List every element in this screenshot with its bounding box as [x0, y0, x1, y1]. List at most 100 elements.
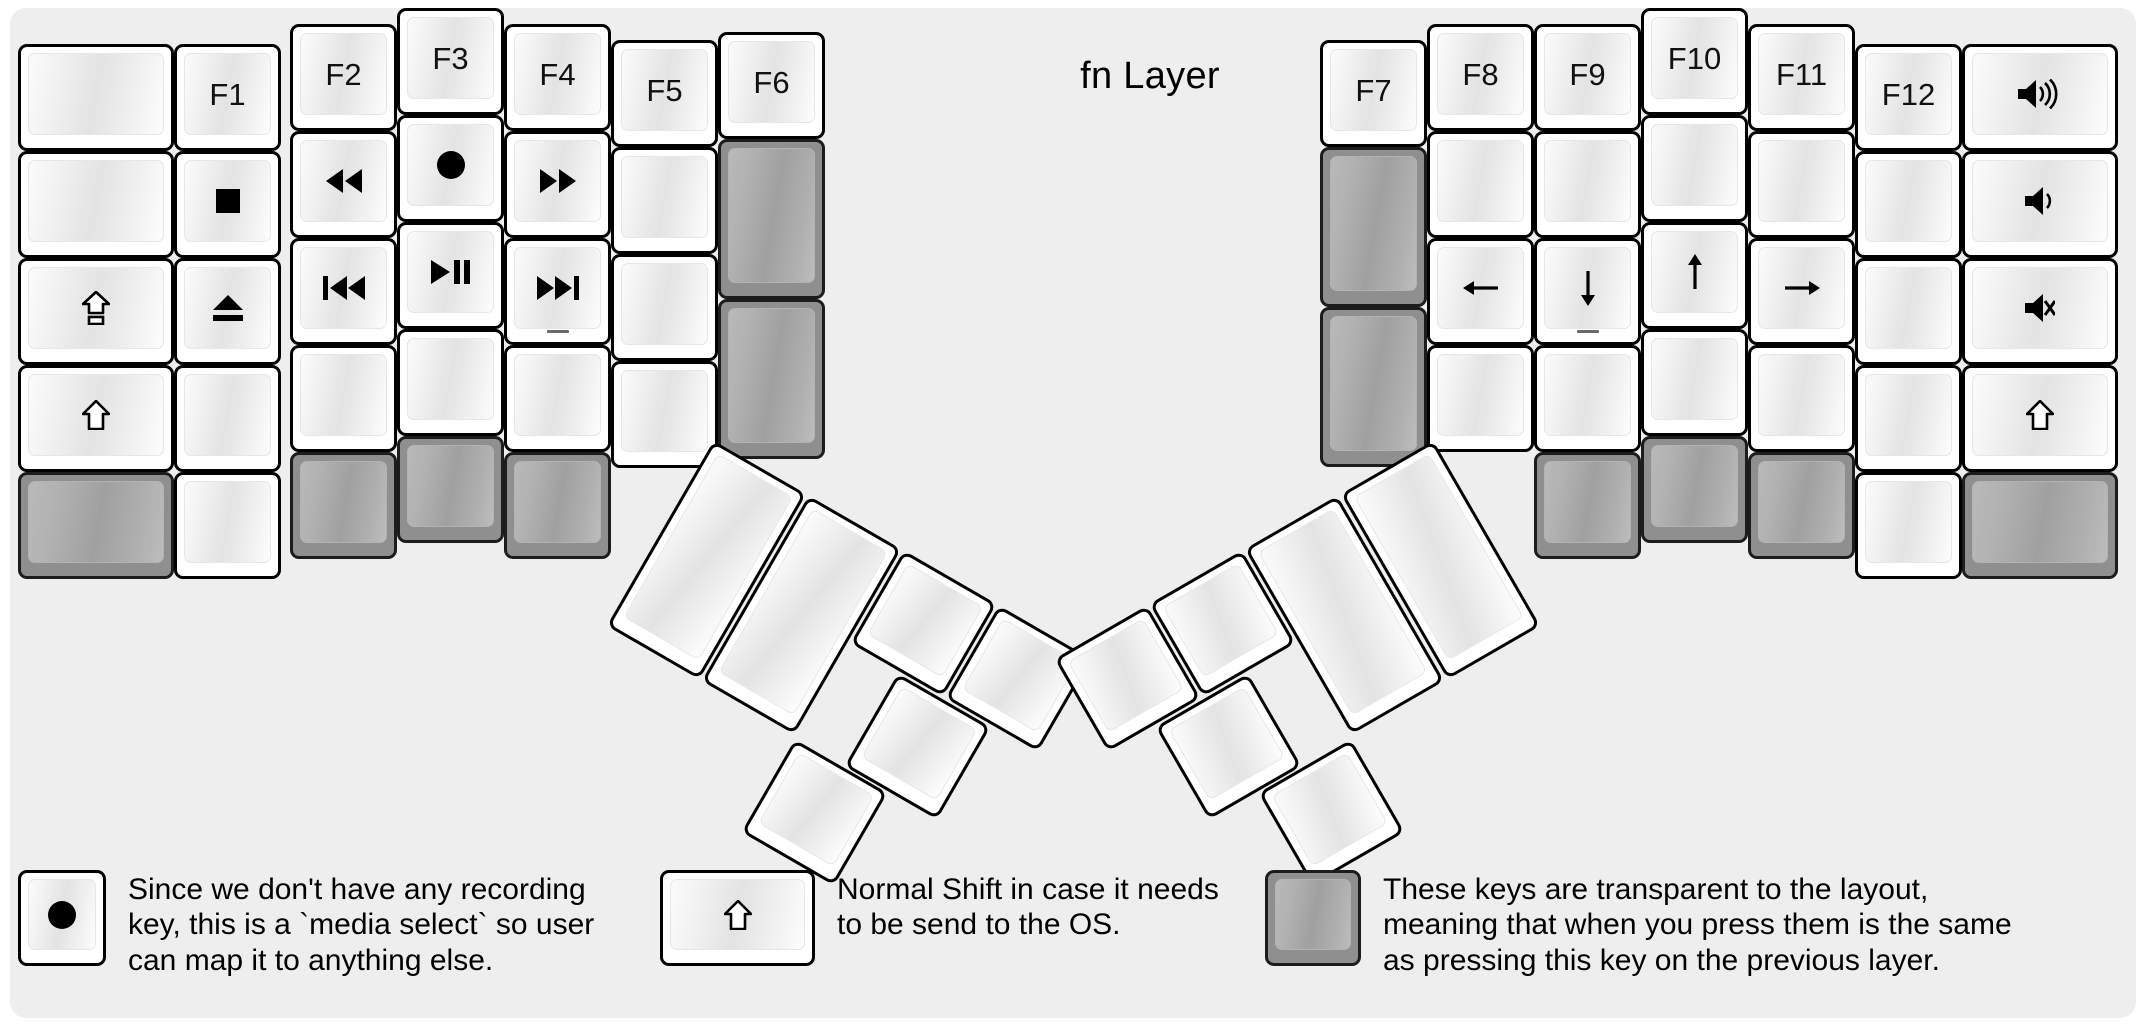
keycap-face: [1651, 231, 1738, 313]
key[interactable]: [397, 329, 504, 436]
keycap-face: [184, 267, 271, 349]
key[interactable]: [397, 115, 504, 222]
key[interactable]: [1748, 238, 1855, 345]
key[interactable]: [1641, 115, 1748, 222]
keycap-face: [300, 354, 387, 436]
keycap-face: [1544, 140, 1631, 222]
shift-icon: [723, 899, 752, 930]
key[interactable]: [1427, 238, 1534, 345]
key-transparent[interactable]: [504, 452, 611, 559]
keycap-face: F6: [728, 41, 815, 123]
key[interactable]: [1855, 365, 1962, 472]
keycap-face: [1865, 267, 1952, 349]
volume-up-icon: [2018, 79, 2062, 109]
key[interactable]: [174, 258, 281, 365]
keycap-face: F8: [1437, 33, 1524, 115]
key[interactable]: F10: [1641, 8, 1748, 115]
key[interactable]: F4: [504, 24, 611, 131]
key[interactable]: [1962, 365, 2118, 472]
key[interactable]: [1641, 222, 1748, 329]
key[interactable]: [1855, 151, 1962, 258]
key-label: F11: [1775, 56, 1828, 92]
key-label: F2: [325, 56, 362, 92]
media-play-pause-icon: [430, 260, 471, 284]
keycap-face: [1758, 247, 1845, 329]
key[interactable]: [1962, 151, 2118, 258]
keycap-face: [1972, 267, 2108, 349]
key[interactable]: [611, 254, 718, 361]
legend-transparent-keys-text: These keys are transparent to the layout…: [1383, 873, 2012, 977]
arrow-left-icon: [1462, 277, 1499, 299]
key[interactable]: [1962, 44, 2118, 151]
caps-lock-icon: [82, 291, 110, 325]
key[interactable]: [397, 222, 504, 329]
key[interactable]: [1748, 345, 1855, 452]
keycap-face: [407, 338, 494, 420]
keycap-face: [1758, 354, 1845, 436]
keycap-face: [1275, 879, 1351, 950]
key-transparent[interactable]: [290, 452, 397, 559]
key[interactable]: [174, 472, 281, 579]
keycap-face: [407, 445, 494, 527]
key[interactable]: [504, 345, 611, 452]
media-next-track-icon: [536, 276, 579, 300]
key[interactable]: [1534, 131, 1641, 238]
key[interactable]: [1427, 131, 1534, 238]
key[interactable]: [1962, 258, 2118, 365]
key[interactable]: [1855, 258, 1962, 365]
key-transparent[interactable]: [1748, 452, 1855, 559]
legend-normal-shift-swatch: [660, 870, 815, 966]
key[interactable]: F5: [611, 40, 718, 147]
key[interactable]: F9: [1534, 24, 1641, 131]
key[interactable]: [1641, 329, 1748, 436]
key[interactable]: [611, 147, 718, 254]
key-transparent[interactable]: [18, 472, 174, 579]
key-transparent[interactable]: [397, 436, 504, 543]
key[interactable]: [504, 131, 611, 238]
key[interactable]: [504, 238, 611, 345]
key[interactable]: [1534, 345, 1641, 452]
keycap-face: [1758, 461, 1845, 543]
shift-icon: [82, 400, 110, 430]
key[interactable]: F8: [1427, 24, 1534, 131]
media-rewind-icon: [325, 169, 363, 193]
keycap-face: F10: [1651, 17, 1738, 99]
key-transparent[interactable]: [1962, 472, 2118, 579]
key[interactable]: F11: [1748, 24, 1855, 131]
key[interactable]: [18, 365, 174, 472]
key[interactable]: [174, 365, 281, 472]
key[interactable]: [611, 361, 718, 468]
key[interactable]: [290, 131, 397, 238]
key[interactable]: F1: [174, 44, 281, 151]
key[interactable]: [18, 151, 174, 258]
key[interactable]: [1427, 345, 1534, 452]
key[interactable]: F7: [1320, 40, 1427, 147]
key[interactable]: F12: [1855, 44, 1962, 151]
key[interactable]: F3: [397, 8, 504, 115]
legend-normal-shift: Normal Shift in case it needs to be send…: [660, 870, 1219, 966]
key[interactable]: [1855, 472, 1962, 579]
key[interactable]: [18, 44, 174, 151]
key-transparent[interactable]: [1320, 307, 1427, 467]
key[interactable]: F2: [290, 24, 397, 131]
key[interactable]: [18, 258, 174, 365]
key[interactable]: F6: [718, 32, 825, 139]
key[interactable]: [1748, 131, 1855, 238]
legend-media-select-text: Since we don't have any recording key, t…: [128, 873, 595, 977]
key[interactable]: [1534, 238, 1641, 345]
key-label: F3: [432, 40, 469, 76]
keycap-face: [407, 231, 494, 313]
key-label: F8: [1462, 56, 1499, 92]
keycap-face: F5: [621, 49, 708, 131]
key[interactable]: [174, 151, 281, 258]
media-stop-icon: [215, 188, 241, 214]
key[interactable]: [290, 238, 397, 345]
key-transparent[interactable]: [718, 299, 825, 459]
keycap-face: [1972, 374, 2108, 456]
key-transparent[interactable]: [1641, 436, 1748, 543]
arrow-up-icon: [1684, 254, 1706, 290]
key-transparent[interactable]: [718, 139, 825, 299]
key-transparent[interactable]: [1320, 147, 1427, 307]
key[interactable]: [290, 345, 397, 452]
key-transparent[interactable]: [1534, 452, 1641, 559]
